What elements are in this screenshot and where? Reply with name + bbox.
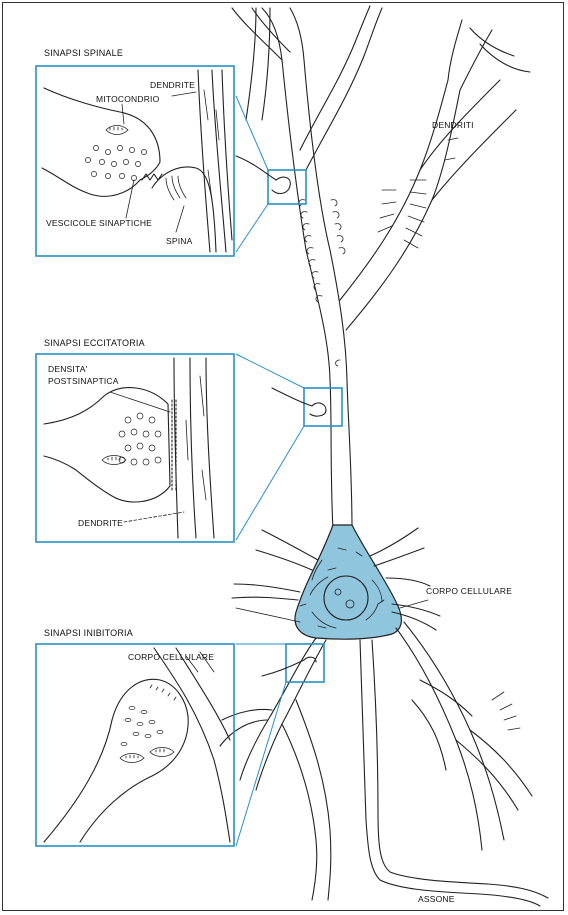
label-corpo-cellulare-inset: CORPO CELLULARE [128,652,214,662]
inset-inhibitory-synapse [36,644,234,846]
title-spinal-synapse: SINAPSI SPINALE [44,48,123,58]
spinal-synapse-marker [268,170,306,204]
label-mitocondrio: MITOCONDRIO [96,94,160,104]
label-dendriti: DENDRITI [432,120,474,130]
label-dendrite-2: DENDRITE [78,518,123,528]
label-spina: SPINA [166,236,193,246]
title-excitatory-synapse: SINAPSI ECCITATORIA [44,338,145,348]
nucleus [324,576,368,620]
label-corpo-cellulare: CORPO CELLULARE [426,586,512,596]
excitatory-synapse-marker [304,388,342,426]
title-inhibitory-synapse: SINAPSI INIBITORIA [44,628,133,638]
label-vescicole: VESCICOLE SINAPTICHE [46,218,152,228]
dendrite-spines [299,138,458,366]
label-dendrite-1: DENDRITE [150,80,195,90]
inhibitory-synapse-marker [286,644,324,682]
neuron [220,6,548,906]
label-assone: ASSONE [418,894,455,904]
label-densita-1: DENSITA' [48,364,88,374]
label-densita-2: POSTSINAPTICA [48,376,119,386]
